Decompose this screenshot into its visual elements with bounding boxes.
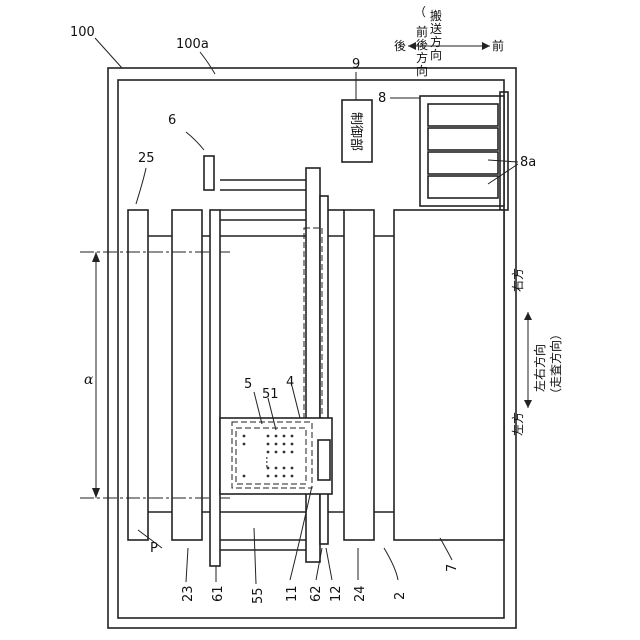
label-9: 9 <box>352 57 360 72</box>
label-4: 4 <box>286 375 294 390</box>
cartridge-1 <box>428 104 498 126</box>
dir-paren-top: （ <box>414 5 426 19</box>
label-51: 51 <box>262 387 279 402</box>
label-12: 12 <box>329 585 344 602</box>
label-62: 62 <box>309 585 324 602</box>
label-11: 11 <box>285 585 300 602</box>
label-100: 100 <box>70 25 95 40</box>
rail-61 <box>210 210 220 566</box>
guide-24 <box>344 210 374 540</box>
label-5: 5 <box>244 377 252 392</box>
guide-25-top <box>128 210 148 540</box>
controller-text: 制御部 <box>348 112 363 151</box>
label-P: P <box>150 541 158 556</box>
dir-sub-4: 向 <box>416 63 428 78</box>
dir-rear: 後 <box>394 39 406 53</box>
label-24: 24 <box>353 585 368 602</box>
dir-title-4: 向 <box>430 47 442 62</box>
carriage-6 <box>204 156 214 190</box>
label-100a: 100a <box>176 37 209 52</box>
label-23: 23 <box>181 585 196 602</box>
dir-front: 前 <box>492 38 504 53</box>
dir-title-3: 方 <box>430 34 442 49</box>
unit-7 <box>394 210 504 540</box>
dir-sub-1: 前 <box>416 24 428 39</box>
label-8a: 8a <box>520 155 536 170</box>
cartridge-3 <box>428 152 498 174</box>
label-55: 55 <box>251 587 266 604</box>
label-2: 2 <box>393 592 408 600</box>
label-alpha: α <box>84 372 94 388</box>
dir-axis: 左右方向 <box>532 344 547 392</box>
label-7: 7 <box>445 564 460 572</box>
direction-legend-right: 右方 左方 左右方向 （走査方向） <box>510 268 563 436</box>
label-61: 61 <box>211 585 226 602</box>
guide-23 <box>172 210 202 540</box>
dir-title-2: 送 <box>430 21 442 36</box>
dir-axis-sub: （走査方向） <box>548 328 563 400</box>
dir-right: 右方 <box>510 268 525 292</box>
cartridge-2 <box>428 128 498 150</box>
nozzle-ellipsis: … <box>263 456 277 468</box>
label-25: 25 <box>138 151 155 166</box>
label-6: 6 <box>168 113 176 128</box>
label-8: 8 <box>378 91 386 106</box>
direction-legend-top: （ 搬 送 方 向 前 後 方 向 後 前 <box>394 5 504 78</box>
dir-sub-3: 方 <box>416 50 428 65</box>
dir-left: 左方 <box>510 412 525 436</box>
dir-sub-2: 後 <box>416 38 428 52</box>
dir-title-1: 搬 <box>430 8 442 23</box>
cartridge-4 <box>428 176 498 198</box>
